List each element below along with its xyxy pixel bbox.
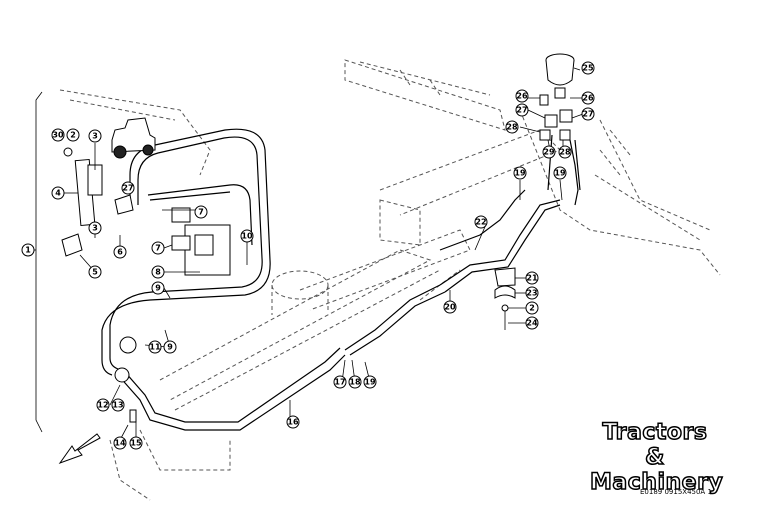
tractors-machinery-watermark: Tractors & Machinery: [589, 419, 724, 496]
callout-9-upper: 9: [151, 281, 165, 295]
callout-28-right: 28: [558, 145, 572, 159]
svg-text:28: 28: [559, 148, 571, 157]
svg-text:8: 8: [155, 268, 161, 277]
svg-text:23: 23: [526, 289, 537, 298]
svg-text:30: 30: [52, 131, 64, 140]
svg-text:3: 3: [92, 132, 98, 141]
callout-27-left: 27: [515, 103, 529, 117]
callout-21: 21: [525, 271, 539, 285]
callout-6: 6: [113, 245, 127, 259]
svg-text:25: 25: [582, 64, 594, 73]
svg-text:11: 11: [149, 343, 161, 352]
callout-25: 25: [581, 61, 595, 75]
group-bracket: [35, 91, 43, 433]
callout-24: 24: [525, 316, 539, 330]
callout-20: 20: [443, 300, 457, 314]
callout-11: 11: [148, 340, 162, 354]
callout-14: 14: [113, 436, 127, 450]
svg-text:19: 19: [514, 169, 526, 178]
callout-3-upper: 3: [88, 129, 102, 143]
callout-27-right: 27: [581, 107, 595, 121]
svg-text:1: 1: [25, 246, 31, 255]
svg-text:19: 19: [364, 378, 376, 387]
tractor-icon: [111, 117, 156, 153]
accumulator-assembly: [539, 53, 581, 206]
callout-23: 23: [525, 286, 539, 300]
svg-text:18: 18: [349, 378, 361, 387]
callout-7-lower: 7: [151, 241, 165, 255]
svg-text:4: 4: [55, 189, 61, 198]
svg-text:15: 15: [130, 439, 142, 448]
callout-30: 30: [51, 128, 65, 142]
svg-text:7: 7: [155, 244, 161, 253]
callout-1: 1: [21, 243, 35, 257]
tractor-frame-outline: [59, 59, 721, 501]
leader-lines: [28, 67, 584, 441]
svg-text:13: 13: [112, 401, 123, 410]
svg-text:6: 6: [117, 248, 123, 257]
callout-5: 5: [88, 265, 102, 279]
callout-15: 15: [129, 436, 143, 450]
svg-text:27: 27: [516, 106, 527, 115]
svg-text:7: 7: [198, 208, 204, 217]
drawing-code: E0189 0915X450A 1: [640, 488, 712, 496]
callout-3-lower: 3: [88, 221, 102, 235]
svg-text:26: 26: [582, 94, 594, 103]
callout-19-mid: 19: [513, 166, 527, 180]
svg-text:26: 26: [516, 92, 528, 101]
svg-text:16: 16: [287, 418, 299, 427]
callout-9-lower: 9: [163, 340, 177, 354]
callout-16: 16: [286, 415, 300, 429]
svg-text:3: 3: [92, 224, 98, 233]
watermark-line-3: Machinery: [589, 469, 724, 496]
svg-text:27: 27: [582, 110, 593, 119]
callout-4: 4: [51, 186, 65, 200]
svg-text:19: 19: [554, 169, 566, 178]
svg-text:28: 28: [506, 123, 518, 132]
callout-10: 10: [240, 229, 254, 243]
svg-text:2: 2: [70, 131, 76, 140]
svg-text:14: 14: [114, 439, 126, 448]
callout-12: 12: [96, 398, 110, 412]
callout-19-bottom: 19: [363, 375, 377, 389]
svg-text:5: 5: [92, 268, 98, 277]
left-components: [61, 117, 231, 423]
callout-7-upper: 7: [194, 205, 208, 219]
callout-2-right: 2: [525, 301, 539, 315]
bracket-parts: [494, 267, 516, 330]
svg-text:20: 20: [444, 303, 456, 312]
callout-18: 18: [348, 375, 362, 389]
lower-pipe-run: [117, 189, 561, 431]
callout-13: 13: [111, 398, 125, 412]
callout-28-left: 28: [505, 120, 519, 134]
watermark-line-2: &: [644, 444, 665, 471]
callout-29: 29: [542, 145, 556, 159]
svg-text:9: 9: [155, 284, 161, 293]
watermark-line-1: Tractors: [602, 419, 708, 446]
callout-27-lower: 27: [121, 181, 135, 195]
svg-text:10: 10: [241, 232, 253, 241]
svg-text:27: 27: [122, 184, 133, 193]
callout-26-left: 26: [515, 89, 529, 103]
svg-text:22: 22: [475, 218, 486, 227]
callout-26-right: 26: [581, 91, 595, 105]
svg-text:24: 24: [526, 319, 538, 328]
direction-arrow: [58, 433, 101, 465]
svg-text:29: 29: [543, 148, 555, 157]
callout-17: 17: [333, 375, 347, 389]
callout-22: 22: [474, 215, 488, 229]
svg-text:9: 9: [167, 343, 173, 352]
svg-text:2: 2: [529, 304, 535, 313]
svg-text:17: 17: [334, 378, 345, 387]
callout-8: 8: [151, 265, 165, 279]
callout-19-right: 19: [553, 166, 567, 180]
svg-text:12: 12: [97, 401, 108, 410]
svg-text:21: 21: [526, 274, 538, 283]
callout-2: 2: [66, 128, 80, 142]
